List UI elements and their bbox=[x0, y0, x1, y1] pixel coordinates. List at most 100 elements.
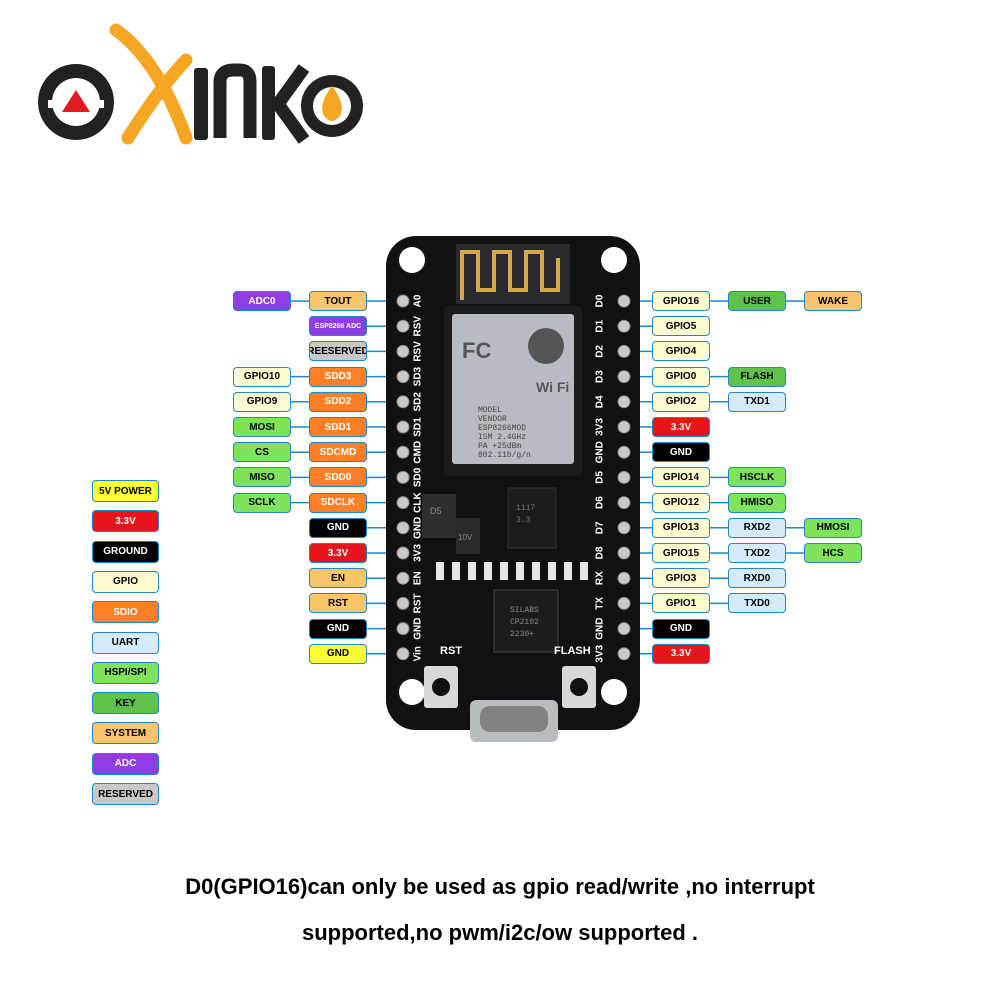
pin-hole-icon bbox=[396, 395, 410, 409]
svg-text:1117: 1117 bbox=[516, 504, 535, 513]
right-pin-label-hmosi: HMOSI bbox=[804, 517, 862, 538]
left-pin-label-sdclk: SDCLK bbox=[309, 492, 367, 513]
right-pin-label-gpio16: GPIO16 bbox=[652, 291, 710, 311]
pin-hole-icon bbox=[396, 370, 410, 384]
module-text-line: 802.11b/g/n bbox=[478, 451, 531, 460]
left-pin-label-sclk: SCLK bbox=[233, 492, 291, 513]
right-pin-label-flash: FLASH bbox=[728, 366, 786, 387]
pin-name-d4: D4 bbox=[595, 395, 606, 408]
mount-hole-icon bbox=[601, 247, 627, 273]
pin-name-d1: D1 bbox=[595, 319, 606, 332]
left-pin-label-cs: CS bbox=[233, 442, 291, 463]
left-pin-label-gpio10: GPIO10 bbox=[233, 366, 291, 387]
left-pin-label-rst: RST bbox=[309, 593, 367, 614]
left-pin-label-mosi: MOSI bbox=[233, 417, 291, 437]
svg-text:D5: D5 bbox=[430, 506, 442, 516]
right-pin-label-gpio15: GPIO15 bbox=[652, 543, 710, 563]
voltage-regulator bbox=[507, 487, 557, 549]
right-pin-label-user: USER bbox=[728, 291, 786, 311]
right-pin-label-3-3v: 3.3V bbox=[652, 643, 710, 664]
pin-hole-icon bbox=[617, 571, 631, 585]
capacitor bbox=[456, 518, 480, 554]
pin-name-rst: RST bbox=[413, 593, 424, 613]
left-pin-label-gnd: GND bbox=[309, 643, 367, 664]
module-text-line: ISM 2.4GHz bbox=[478, 433, 526, 442]
right-pin-label-txd0: TXD0 bbox=[728, 593, 786, 614]
pin-hole-icon bbox=[617, 445, 631, 459]
legend-item-reserved: RESERVED bbox=[92, 783, 159, 805]
left-pin-label-esp8266-adc: ESP8266 ADC bbox=[309, 316, 367, 337]
left-pin-label-gnd: GND bbox=[309, 618, 367, 639]
mount-hole-icon bbox=[601, 679, 627, 705]
right-pin-label-gpio14: GPIO14 bbox=[652, 467, 710, 488]
pin-name-en: EN bbox=[413, 571, 424, 585]
pin-hole-icon bbox=[396, 622, 410, 636]
pin-hole-icon bbox=[396, 647, 410, 661]
module-text-line: VENDOR bbox=[478, 415, 507, 424]
pin-name-gnd: GND bbox=[595, 441, 606, 463]
svg-text:3.3: 3.3 bbox=[516, 516, 531, 525]
left-pin-label-tout: TOUT bbox=[309, 291, 367, 311]
pin-name-gnd: GND bbox=[413, 517, 424, 539]
pin-hole-icon bbox=[617, 596, 631, 610]
mount-hole-icon bbox=[399, 247, 425, 273]
right-pin-label-txd2: TXD2 bbox=[728, 543, 786, 563]
right-pin-label-gpio3: GPIO3 bbox=[652, 568, 710, 589]
pin-hole-icon bbox=[396, 596, 410, 610]
pin-hole-icon bbox=[617, 546, 631, 560]
pin-name-clk: CLK bbox=[413, 492, 424, 513]
legend-item-hspi-spi: HSPI/SPI bbox=[92, 661, 159, 684]
right-pin-label-gpio1: GPIO1 bbox=[652, 593, 710, 614]
left-pin-label-sdd2: SDD2 bbox=[309, 391, 367, 412]
pin-hole-icon bbox=[396, 521, 410, 535]
pin-hole-icon bbox=[396, 420, 410, 434]
left-header-pins: A0RSVRSVSD3SD2SD1CMDSD0CLKGND3V3ENRSTGND… bbox=[396, 294, 424, 661]
left-pin-label-adc0: ADC0 bbox=[233, 291, 291, 311]
pin-hole-icon bbox=[617, 319, 631, 333]
pin-name-sd3: SD3 bbox=[413, 366, 424, 386]
pin-name-cmd: CMD bbox=[413, 441, 424, 464]
note-line-2: supported,no pwm/i2c/ow supported . bbox=[301, 920, 698, 945]
left-pin-label-gnd: GND bbox=[309, 517, 367, 538]
note-line-1: D0(GPIO16)can only be used as gpio read/… bbox=[185, 874, 815, 899]
pin-name-3v3: 3V3 bbox=[595, 418, 606, 436]
pin-name-sd2: SD2 bbox=[413, 392, 424, 412]
left-pin-label-en: EN bbox=[309, 568, 367, 589]
module-text-line: PA +25dBm bbox=[478, 442, 521, 451]
pin-name-d7: D7 bbox=[595, 521, 606, 534]
pin-hole-icon bbox=[396, 344, 410, 358]
flash-button-label: FLASH bbox=[554, 645, 591, 657]
pin-name-d2: D2 bbox=[595, 345, 606, 358]
legend-item-gpio: GPIO bbox=[92, 570, 159, 593]
pin-name-d0: D0 bbox=[595, 294, 606, 307]
logo-x-icon bbox=[109, 23, 193, 145]
mount-hole-icon bbox=[399, 679, 425, 705]
right-pin-label-hmiso: HMISO bbox=[728, 492, 786, 513]
legend-item-system: SYSTEM bbox=[92, 722, 159, 745]
right-pin-label-gpio4: GPIO4 bbox=[652, 341, 710, 362]
module-text-line: ESP8266MOD bbox=[478, 424, 526, 433]
svg-text:10V: 10V bbox=[458, 533, 473, 542]
left-pin-label-3-3v: 3.3V bbox=[309, 543, 367, 563]
right-pin-label-rxd0: RXD0 bbox=[728, 568, 786, 589]
wifi-logo: Wi Fi bbox=[536, 379, 569, 395]
legend-item-5v-power: 5V POWER bbox=[92, 480, 159, 502]
legend-item-sdio: SDIO bbox=[92, 601, 159, 624]
pin-hole-icon bbox=[617, 420, 631, 434]
left-pin-label-gpio9: GPIO9 bbox=[233, 391, 291, 412]
right-pin-label-rxd2: RXD2 bbox=[728, 517, 786, 538]
right-pin-label-hcs: HCS bbox=[804, 543, 862, 563]
pin-hole-icon bbox=[617, 496, 631, 510]
resistor-row bbox=[436, 562, 588, 580]
svg-text:2230+: 2230+ bbox=[510, 630, 534, 639]
diode bbox=[422, 494, 456, 538]
pin-name-rx: RX bbox=[595, 571, 606, 585]
exinko-logo: exinko bbox=[38, 23, 363, 145]
pin-hole-icon bbox=[617, 344, 631, 358]
pin-name-tx: TX bbox=[595, 597, 606, 610]
svg-text:SILABS: SILABS bbox=[510, 606, 539, 615]
rst-button-label: RST bbox=[440, 645, 462, 657]
